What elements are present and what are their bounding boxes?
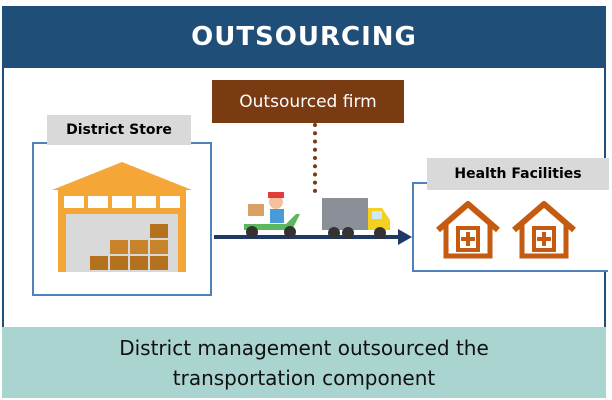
page-title: OUTSOURCING [2, 6, 606, 68]
health-facility-icon-2 [512, 201, 576, 259]
outsourced-firm-box: Outsourced firm [212, 80, 404, 123]
scooter-courier-icon [244, 192, 300, 238]
truck-icon [322, 198, 390, 239]
health-facilities-label: Health Facilities [427, 158, 609, 190]
firm-connector-dotted-line [313, 123, 317, 193]
health-facility-icon-1 [436, 201, 500, 259]
footer-line-1: District management outsourced the [119, 335, 489, 360]
footer-line-2: transportation component [172, 365, 436, 390]
district-store-label: District Store [47, 115, 191, 145]
transport-arrow [214, 229, 412, 245]
warehouse-icon [52, 162, 192, 272]
summary-footer: District management outsourced the trans… [2, 327, 606, 398]
